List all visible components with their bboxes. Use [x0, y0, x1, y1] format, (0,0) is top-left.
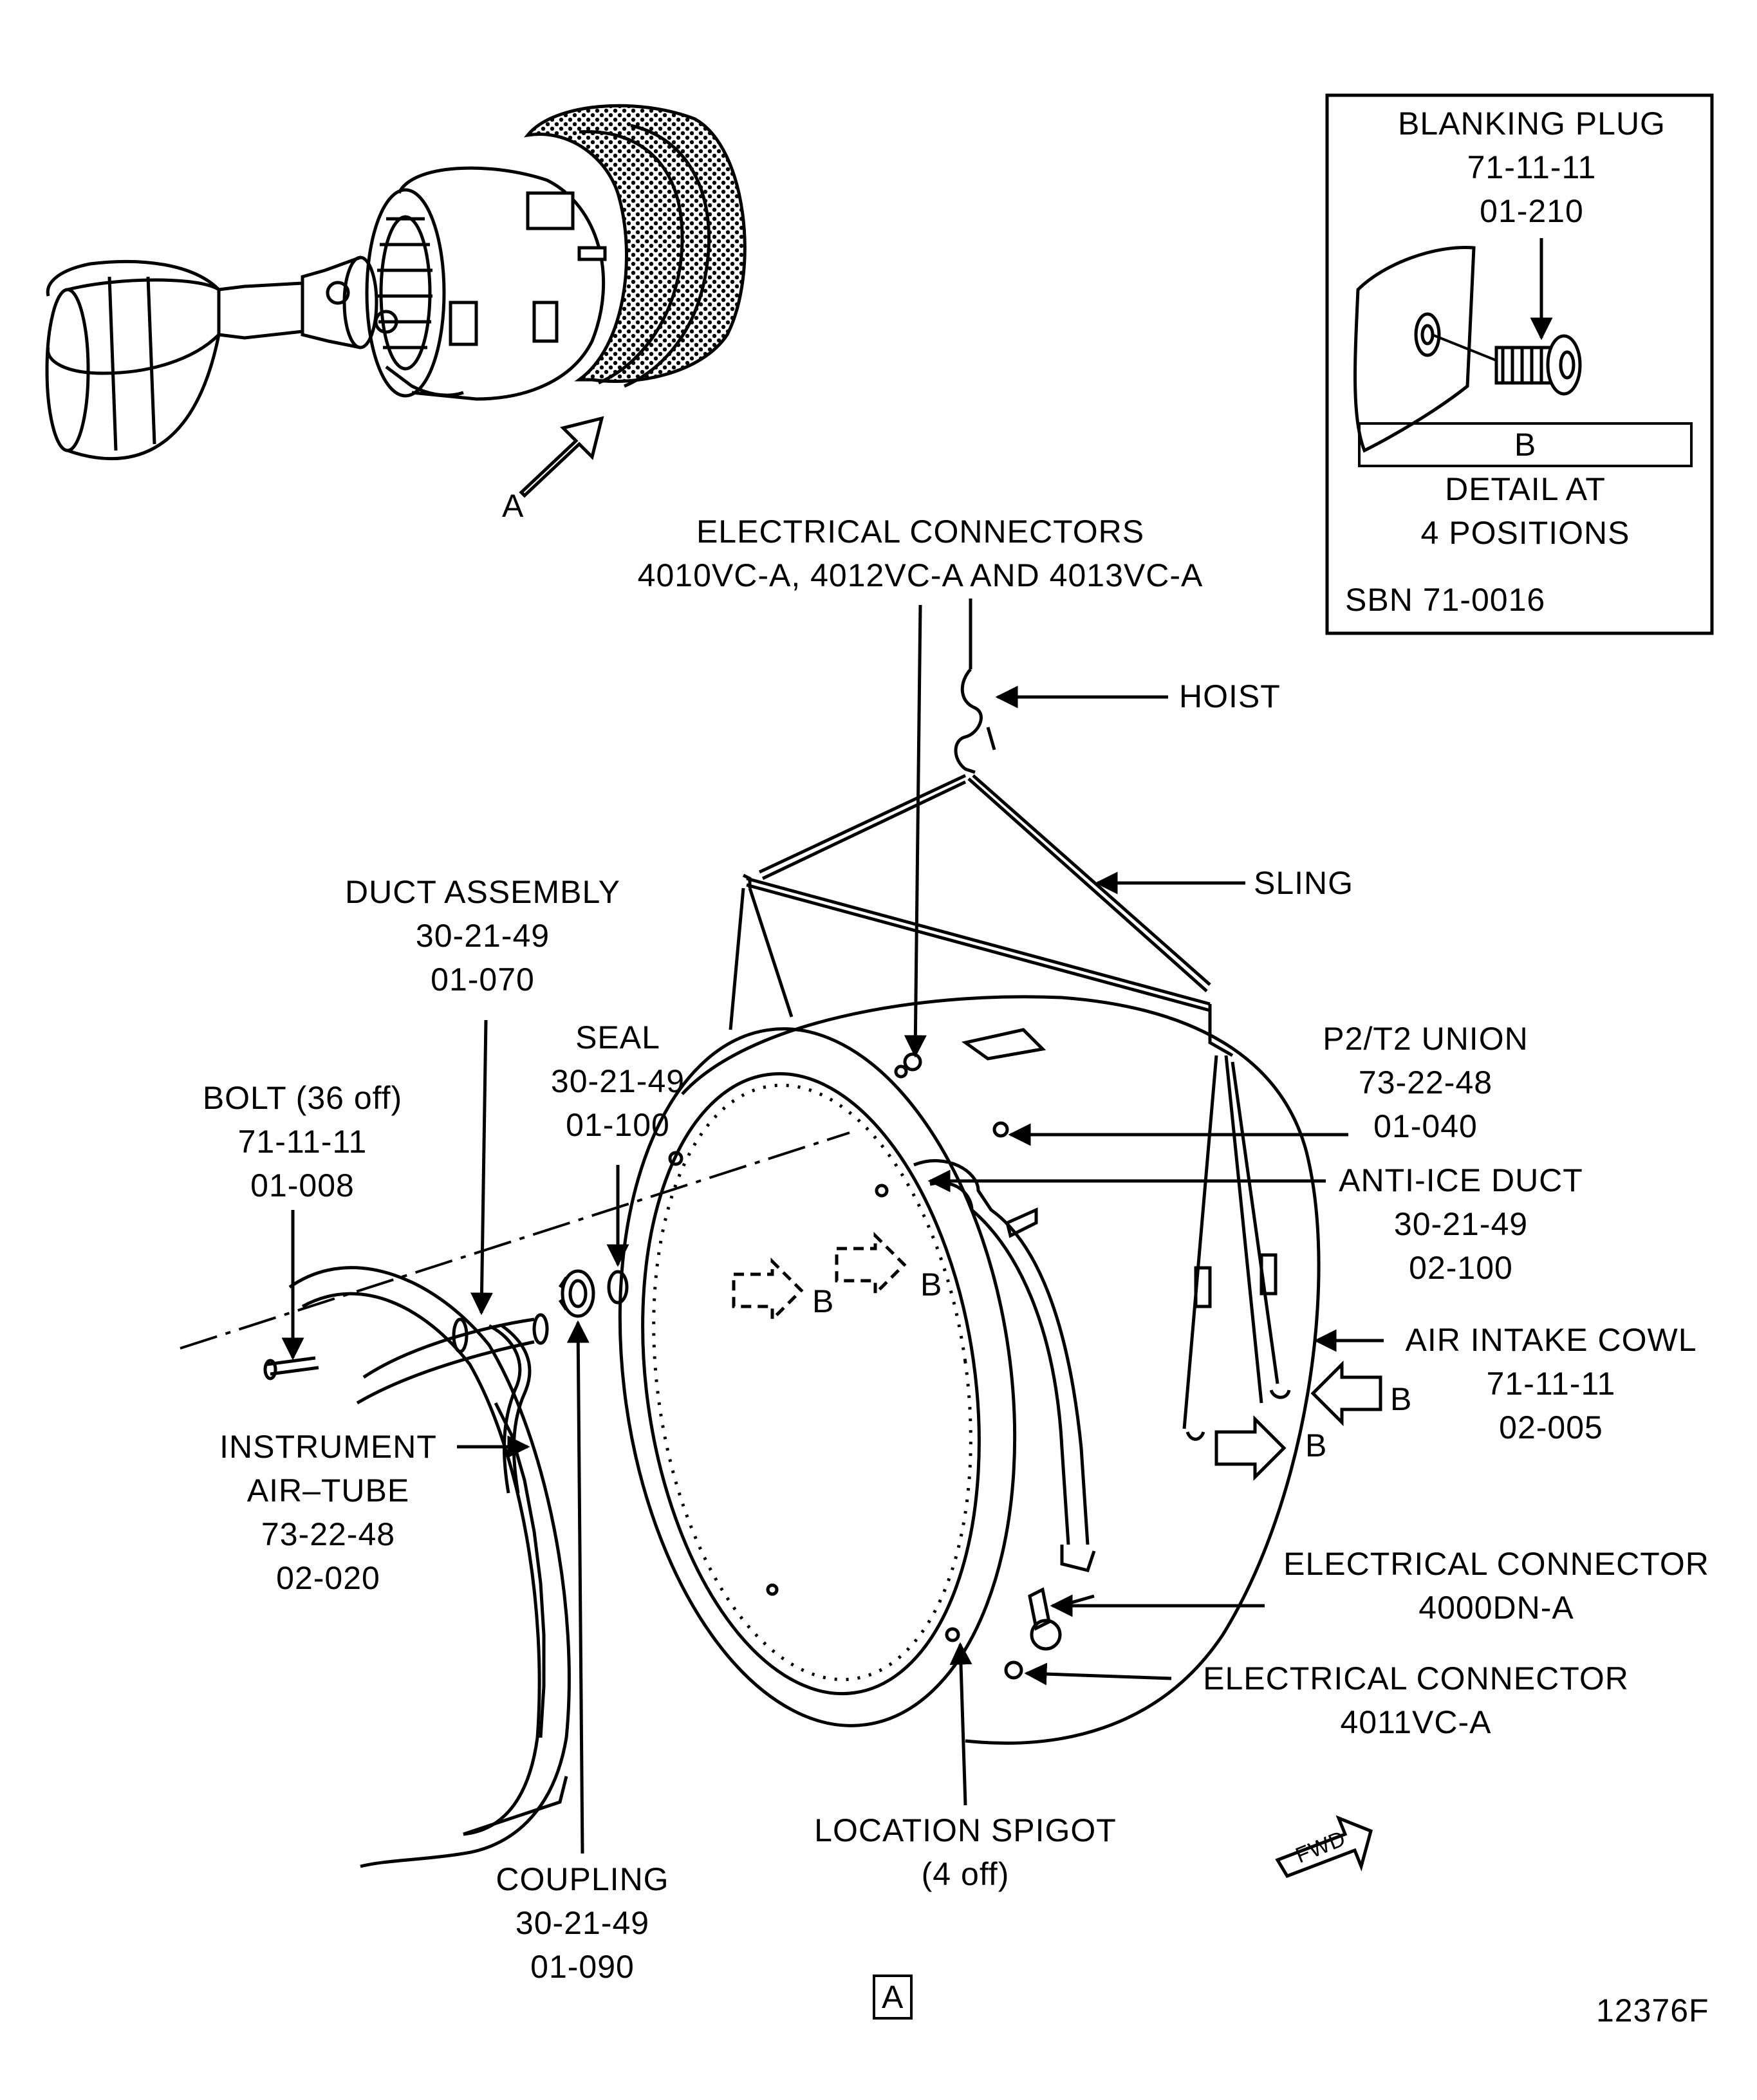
location-spigot-name: LOCATION SPIGOT [814, 1812, 1117, 1848]
detail-b-arrows [732, 1231, 1382, 1482]
electrical-connectors-line2: 4010VC-A, 4012VC-A AND 4013VC-A [637, 557, 1204, 593]
detail-b-tag: B [1358, 422, 1693, 467]
view-a-arrow-label: A [502, 488, 525, 524]
anti-ice-duct-label: ANTI-ICE DUCT 30-21-49 02-100 [1326, 1158, 1596, 1290]
air-intake-cowl-ref2: 02-005 [1499, 1409, 1603, 1445]
p2t2-union-label: P2/T2 UNION 73-22-48 01-040 [1287, 1017, 1564, 1148]
leader-lines [281, 604, 1384, 1854]
electrical-connector-4011-ref: 4011VC-A [1340, 1704, 1492, 1740]
location-spigot-qty: (4 off) [921, 1856, 1010, 1892]
instrument-air-tube-line1: INSTRUMENT [219, 1429, 437, 1465]
hoist-label: HOIST [1179, 678, 1281, 714]
bolt-name: BOLT (36 off) [202, 1080, 403, 1116]
p2t2-union-ref2: 01-040 [1373, 1108, 1478, 1144]
bolt-ref1: 71-11-11 [237, 1124, 367, 1160]
detail-b-line1: DETAIL AT [1445, 471, 1606, 507]
coupling-name: COUPLING [496, 1861, 669, 1897]
b-marker-1: B [812, 1283, 835, 1319]
detail-b-label: B DETAIL AT 4 POSITIONS [1358, 422, 1693, 555]
electrical-connector-4000-name: ELECTRICAL CONNECTOR [1283, 1546, 1709, 1582]
duct-assembly-label: DUCT ASSEMBLY 30-21-49 01-070 [296, 870, 669, 1001]
seal-ref2: 01-100 [566, 1107, 670, 1143]
coupling-label: COUPLING 30-21-49 01-090 [470, 1857, 695, 1989]
engine-overview-illustration [45, 104, 747, 461]
anti-ice-duct-ref1: 30-21-49 [1393, 1206, 1529, 1242]
seal-name: SEAL [575, 1019, 660, 1055]
electrical-connector-4011-name: ELECTRICAL CONNECTOR [1203, 1660, 1629, 1696]
detail-b-line2: 4 POSITIONS [1420, 515, 1630, 551]
anti-ice-duct-name: ANTI-ICE DUCT [1339, 1162, 1583, 1198]
instrument-air-tube-ref1: 73-22-48 [261, 1516, 396, 1552]
electrical-connectors-label: ELECTRICAL CONNECTORS 4010VC-A, 4012VC-A… [566, 510, 1274, 597]
coupling-ref1: 30-21-49 [515, 1905, 650, 1941]
duct-and-air-tube [356, 1313, 549, 1494]
seal-label: SEAL 30-21-49 01-100 [521, 1016, 714, 1147]
blanking-plug-detail [1353, 245, 1582, 453]
p2t2-union-name: P2/T2 UNION [1323, 1021, 1529, 1057]
blanking-plug-ref2: 01-210 [1480, 193, 1584, 229]
b-marker-4: B [1305, 1427, 1328, 1463]
coupling-and-seal [558, 1269, 629, 1318]
seal-ref1: 30-21-49 [550, 1063, 685, 1099]
bolt-drawing [263, 1356, 319, 1380]
duct-assembly-name: DUCT ASSEMBLY [345, 874, 620, 910]
air-intake-cowl-label: AIR INTAKE COWL 71-11-11 02-005 [1384, 1318, 1718, 1449]
view-a-tag: A [873, 1975, 913, 2020]
duct-assembly-ref1: 30-21-49 [415, 918, 550, 954]
duct-assembly-ref2: 01-070 [431, 962, 535, 998]
blanking-plug-name: BLANKING PLUG [1398, 106, 1666, 142]
instrument-air-tube-ref2: 02-020 [276, 1560, 380, 1596]
electrical-connector-4011-label: ELECTRICAL CONNECTOR 4011VC-A [1178, 1657, 1654, 1744]
view-a-arrow [519, 416, 604, 498]
hoist-and-sling [729, 599, 1291, 1441]
bolt-ref2: 01-008 [250, 1167, 355, 1203]
air-intake-cowl-drawing [618, 995, 1321, 1745]
b-marker-3: B [1390, 1381, 1413, 1417]
b-marker-2: B [920, 1267, 943, 1303]
coupling-ref2: 01-090 [530, 1949, 635, 1985]
anti-ice-duct-ref2: 02-100 [1409, 1250, 1513, 1286]
location-spigot-label: LOCATION SPIGOT (4 off) [785, 1808, 1146, 1896]
detail-b-box [1325, 93, 1714, 635]
instrument-air-tube-line2: AIR–TUBE [246, 1473, 410, 1509]
air-intake-cowl-ref1: 71-11-11 [1486, 1366, 1616, 1402]
assembly-centre-line [180, 1131, 850, 1350]
blanking-plug-label: BLANKING PLUG 71-11-11 01-210 [1364, 102, 1699, 233]
p2t2-union-ref1: 73-22-48 [1358, 1064, 1493, 1101]
bolt-label: BOLT (36 off) 71-11-11 01-008 [174, 1076, 431, 1207]
instrument-air-tube-label: INSTRUMENT AIR–TUBE 73-22-48 02-020 [206, 1425, 451, 1600]
blanking-plug-ref1: 71-11-11 [1467, 149, 1597, 185]
figure-number: 12376F [1596, 1993, 1709, 2029]
electrical-connector-4000-ref: 4000DN-A [1418, 1590, 1574, 1626]
electrical-connector-4000-label: ELECTRICAL CONNECTOR 4000DN-A [1258, 1542, 1734, 1630]
fwd-arrow [1275, 1815, 1373, 1879]
air-intake-cowl-name: AIR INTAKE COWL [1405, 1322, 1697, 1358]
sbn-label: SBN 71-0016 [1345, 582, 1546, 618]
electrical-connectors-line1: ELECTRICAL CONNECTORS [696, 514, 1145, 550]
sling-label: SLING [1254, 865, 1354, 901]
